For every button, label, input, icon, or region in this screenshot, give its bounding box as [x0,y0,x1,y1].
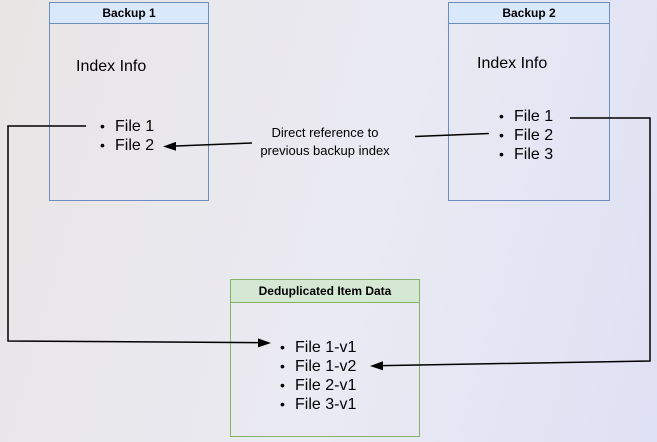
list-item: File 2-v1 [280,376,356,395]
list-item: File 1-v2 [280,357,356,376]
direct-reference-label-line2: previous backup index [260,143,390,158]
backup2-index-info-label: Index Info [477,55,548,72]
backup2-node: Backup 2 Index Info File 1 File 2 File 3 [448,2,610,201]
dedup-title: Deduplicated Item Data [258,284,392,298]
direct-reference-label: Direct reference to previous backup inde… [235,124,415,160]
list-item: File 2 [100,136,154,155]
backup1-node: Backup 1 Index Info File 1 File 2 [49,2,209,201]
backup1-title: Backup 1 [102,6,156,20]
backup1-index-info-label: Index Info [76,58,147,75]
backup2-file-list: File 1 File 2 File 3 [499,107,553,164]
backup2-title: Backup 2 [502,6,556,20]
direct-reference-label-line1: Direct reference to [271,125,379,140]
list-item: File 3 [499,145,553,164]
list-item: File 2 [499,126,553,145]
backup2-header: Backup 2 [449,3,609,24]
backup1-header: Backup 1 [50,3,208,24]
backup1-file-list: File 1 File 2 [100,117,154,155]
dedup-node: Deduplicated Item Data File 1-v1 File 1-… [230,279,420,437]
list-item: File 3-v1 [280,395,356,414]
list-item: File 1 [499,107,553,126]
list-item: File 1 [100,117,154,136]
dedup-item-list: File 1-v1 File 1-v2 File 2-v1 File 3-v1 [280,338,356,414]
list-item: File 1-v1 [280,338,356,357]
dedup-header: Deduplicated Item Data [231,280,419,303]
